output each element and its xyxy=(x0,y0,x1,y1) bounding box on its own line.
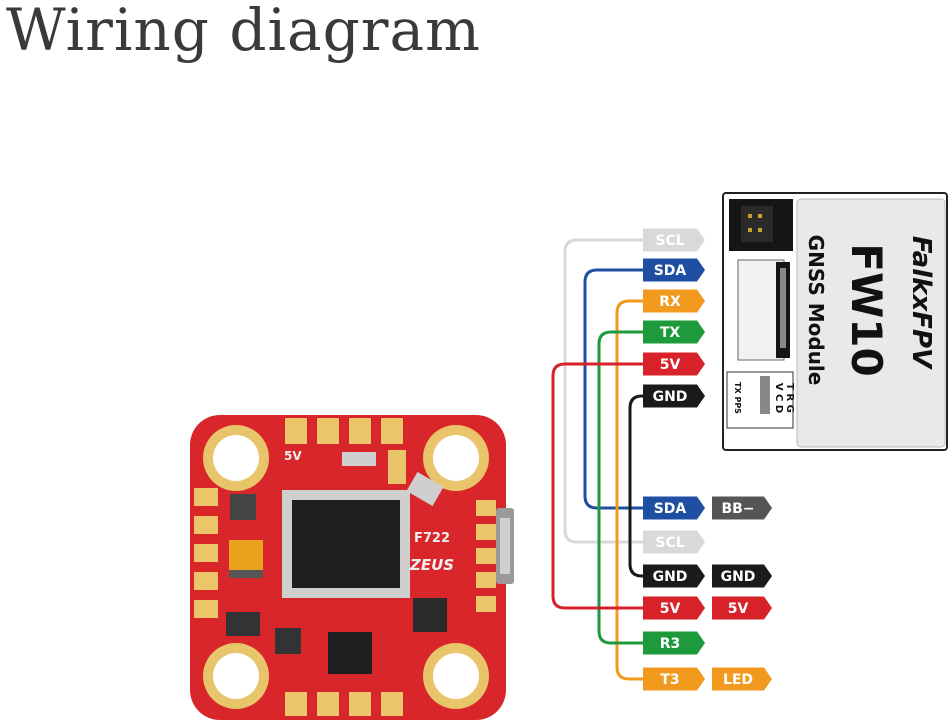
gps-pin-scl-bg xyxy=(643,228,705,252)
gps-pin-scl: SCL xyxy=(643,228,705,252)
fc-tag-gnd-bg xyxy=(712,564,772,588)
gps-pin-tx-text: TX xyxy=(660,325,681,341)
gps-pin-rx: RX xyxy=(643,289,705,313)
wire-tx xyxy=(597,330,643,645)
fc-tag-sda-bg xyxy=(712,496,772,520)
gps-pin-v5-text: 5V xyxy=(660,357,681,373)
fc-pad-scl: SCL xyxy=(643,530,705,554)
fc-pad-v5: 5V xyxy=(643,596,705,620)
wire-scl xyxy=(563,238,643,544)
fc-tag-rx: LED xyxy=(712,667,772,691)
gps-pin-sda: SDA xyxy=(643,258,705,282)
fc-pad-sda-bg xyxy=(643,496,705,520)
fc-pad-sda: SDA xyxy=(643,496,705,520)
page-title: Wiring diagram xyxy=(6,0,482,64)
fc-pad-gnd-bg xyxy=(643,564,705,588)
gps-pin-gnd-bg xyxy=(643,384,705,408)
fc-board-text-brand: ZEUS xyxy=(409,556,454,574)
wire-rx xyxy=(615,299,643,681)
gnss-pad-label-3: TX PPS xyxy=(733,382,742,414)
fc-pad-scl-text: SCL xyxy=(655,535,684,551)
fc-pad-tx-text: R3 xyxy=(660,636,681,652)
gps-pin-gnd-text: GND xyxy=(653,389,688,405)
fc-tag-sda-text: BB− xyxy=(721,501,754,517)
fc-pad-rx-text: T3 xyxy=(660,672,679,688)
fc-pad-rx: T3 xyxy=(643,667,705,691)
gnss-pad-label-2: V C D xyxy=(773,383,784,413)
fc-tag-rx-bg xyxy=(712,667,772,691)
gps-pin-scl-text: SCL xyxy=(655,233,684,249)
gps-pin-rx-bg xyxy=(643,289,705,313)
fc-pad-v5-text: 5V xyxy=(660,601,681,617)
wire-v5 xyxy=(551,362,643,610)
fc-tag-sda: BB− xyxy=(712,496,772,520)
fc-pad-scl-bg xyxy=(643,530,705,554)
gnss-subtitle: GNSS Module xyxy=(804,235,828,386)
fc-tag-v5-bg xyxy=(712,596,772,620)
fc-tag-rx-text: LED xyxy=(723,672,753,688)
gps-pin-tx-bg xyxy=(643,320,705,344)
gnss-brand: FalkxFPV xyxy=(906,236,936,370)
gnss-model: FW10 xyxy=(842,243,891,376)
gps-pin-sda-bg xyxy=(643,258,705,282)
fc-tag-gnd-text: GND xyxy=(721,569,756,585)
fc-pad-gnd-text: GND xyxy=(653,569,688,585)
fc-pad-v5-bg xyxy=(643,596,705,620)
fc-pad-sda-text: SDA xyxy=(654,501,687,517)
flight-controller: 5V F722 ZEUS xyxy=(190,415,514,720)
fc-pad-tx: R3 xyxy=(643,631,705,655)
fc-tag-v5-text: 5V xyxy=(728,601,749,617)
wire-gnd xyxy=(628,394,643,578)
fc-board-text-5v: 5V xyxy=(284,449,302,463)
fc-pad-tx-bg xyxy=(643,631,705,655)
fc-tag-gnd: GND xyxy=(712,564,772,588)
gps-pin-sda-text: SDA xyxy=(654,263,687,279)
wires xyxy=(551,238,643,681)
gps-pin-gnd: GND xyxy=(643,384,705,408)
fc-board-text-model: F722 xyxy=(414,531,450,546)
gps-pin-v5-bg xyxy=(643,352,705,376)
gnss-module: FalkxFPV FW10 GNSS Module T R G V C D TX… xyxy=(722,192,948,451)
wire-sda xyxy=(583,268,643,510)
gps-pin-labels: SCL SDA RX TX 5V GND xyxy=(643,228,705,408)
gps-pin-v5: 5V xyxy=(643,352,705,376)
gps-pin-rx-text: RX xyxy=(659,294,681,310)
fc-pad-rx-bg xyxy=(643,667,705,691)
gps-pin-tx: TX xyxy=(643,320,705,344)
gnss-pad-label-1: T R G xyxy=(784,383,795,413)
fc-pad-gnd: GND xyxy=(643,564,705,588)
fc-tag-v5: 5V xyxy=(712,596,772,620)
